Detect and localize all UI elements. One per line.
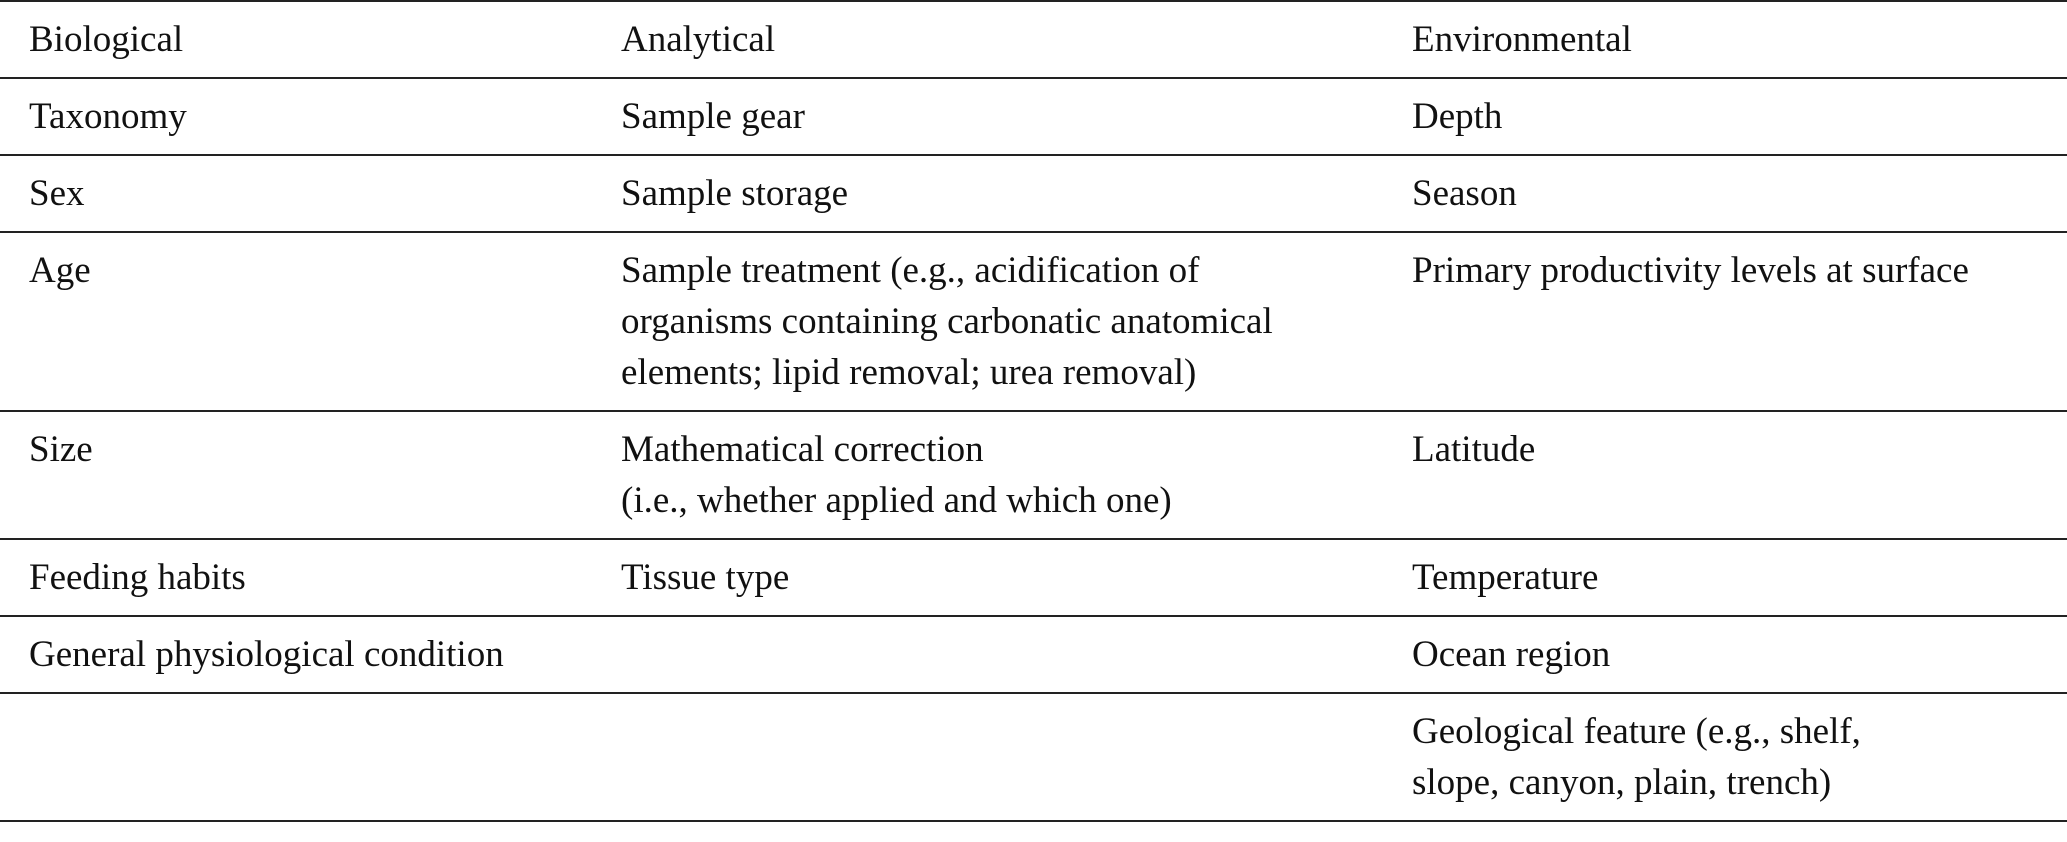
cell-analytical: Mathematical correction (i.e., whether a… [621,429,1172,521]
table-row: Feeding habits Tissue type Temperature [0,539,2067,616]
table-row: Taxonomy Sample gear Depth [0,78,2067,155]
cell-environmental: Geological feature (e.g., shelf, slope, … [1412,711,1861,803]
cell-environmental: Ocean region [1412,634,1611,675]
cell-environmental: Season [1412,173,1517,214]
table-row: Sex Sample storage Season [0,155,2067,232]
cell-biological: Size [29,429,93,470]
cell-biological: Sex [29,173,85,214]
header-analytical: Analytical [621,19,776,60]
cell-biological: Taxonomy [29,96,187,137]
table-row: Age Sample treatment (e.g., acidificatio… [0,232,2067,411]
factors-table: Biological Analytical Environmental Taxo… [0,1,2067,821]
cell-analytical: Sample treatment (e.g., acidification of… [621,250,1273,393]
cell-analytical [592,693,1383,821]
table-row: Geological feature (e.g., shelf, slope, … [0,693,2067,821]
header-environmental: Environmental [1412,19,1632,60]
cell-biological: General physiological condition [29,634,504,675]
cell-environmental: Depth [1412,96,1503,137]
table-row: Size Mathematical correction (i.e., whet… [0,411,2067,539]
cell-biological: Feeding habits [29,557,246,598]
cell-analytical: Sample gear [621,96,805,137]
header-row: Biological Analytical Environmental [0,1,2067,78]
cell-biological: Age [29,250,91,291]
cell-environmental: Primary productivity levels at surface [1412,250,1969,291]
header-biological: Biological [29,19,184,60]
table-row: General physiological condition Ocean re… [0,616,2067,693]
cell-analytical: Sample storage [621,173,849,214]
cell-environmental: Latitude [1412,429,1536,470]
cell-analytical: Tissue type [621,557,790,598]
cell-biological [0,693,592,821]
cell-environmental: Temperature [1412,557,1599,598]
cell-analytical [592,616,1383,693]
